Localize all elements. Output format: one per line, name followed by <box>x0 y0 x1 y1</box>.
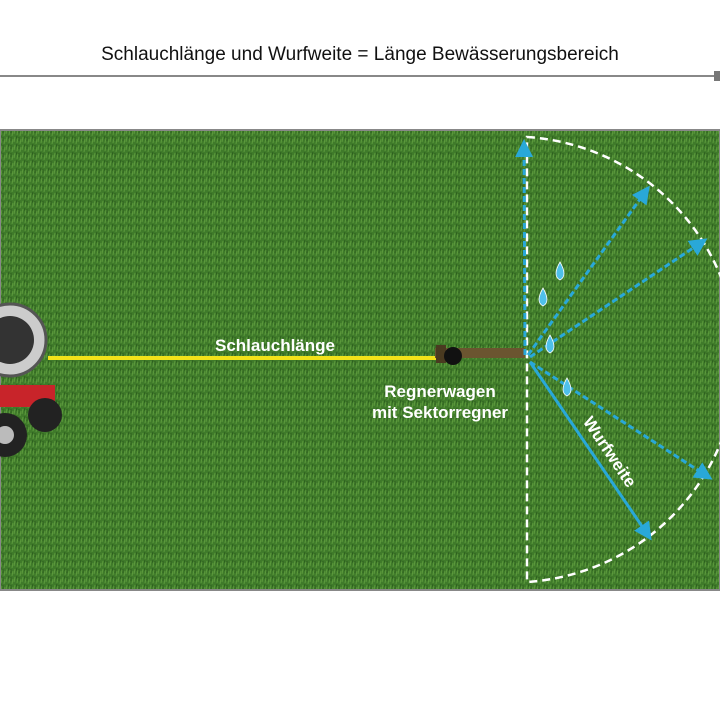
water-drops-icon <box>538 261 572 397</box>
cart-label-line2: mit Sektorregner <box>372 403 508 422</box>
sector-boundary <box>525 135 720 584</box>
spray-arrows <box>515 139 713 541</box>
hose-length-label: Schlauchlänge <box>215 336 335 355</box>
sprinkler-cart-icon <box>435 345 525 365</box>
spray-arrow <box>529 238 708 359</box>
throw-distance-arrow <box>528 361 652 541</box>
length-measure-line <box>0 75 716 77</box>
hose-reel-machine-icon <box>0 302 62 457</box>
diagram-title: Schlauchlänge und Wurfweite = Länge Bewä… <box>101 44 619 65</box>
measure-line-end-marker <box>714 71 720 81</box>
cart-label-line1: Regnerwagen <box>384 382 495 401</box>
spray-arrow <box>526 185 650 356</box>
